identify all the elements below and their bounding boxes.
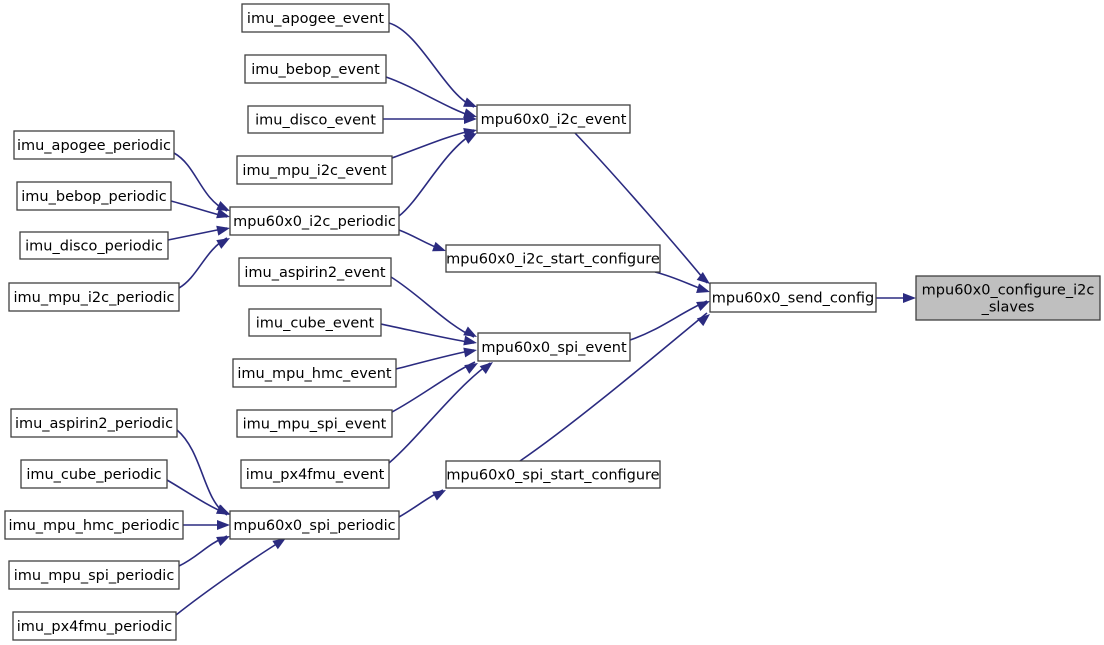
edge-imu_apogee_event-to-mpu60x0_i2c_event xyxy=(388,22,475,108)
node-imu_mpu_hmc_event[interactable]: imu_mpu_hmc_event xyxy=(232,358,397,388)
node-imu_bebop_event[interactable]: imu_bebop_event xyxy=(244,54,387,84)
edge-imu_px4fmu_periodic-to-mpu60x0_spi_periodic xyxy=(175,539,284,616)
node-mpu60x0_spi_event[interactable]: mpu60x0_spi_event xyxy=(477,332,631,362)
node-box-imu_aspirin2_periodic[interactable] xyxy=(10,408,178,438)
arrowhead-icon xyxy=(216,208,230,219)
arrowhead-icon xyxy=(696,314,710,327)
node-box-mpu60x0_spi_periodic[interactable] xyxy=(229,510,400,540)
node-imu_cube_event[interactable]: imu_cube_event xyxy=(248,308,382,337)
node-box-imu_apogee_event[interactable] xyxy=(241,3,390,33)
arrowhead-icon xyxy=(217,520,230,530)
node-box-imu_apogee_periodic[interactable] xyxy=(13,130,175,160)
node-box-imu_mpu_spi_periodic[interactable] xyxy=(8,560,180,590)
arrowhead-icon xyxy=(432,490,446,501)
node-box-mpu60x0_i2c_start_configure[interactable] xyxy=(445,244,661,273)
edge-mpu60x0_spi_event-to-mpu60x0_send_config xyxy=(629,300,708,341)
node-imu_disco_event[interactable]: imu_disco_event xyxy=(247,105,384,134)
arrowhead-icon xyxy=(696,301,710,312)
edge-imu_mpu_hmc_event-to-mpu60x0_spi_event xyxy=(395,349,475,370)
arrowhead-icon xyxy=(216,504,230,514)
node-box-imu_bebop_periodic[interactable] xyxy=(16,181,172,211)
edge-mpu60x0_i2c_periodic-to-mpu60x0_i2c_event xyxy=(398,132,475,217)
arrowhead-icon xyxy=(696,283,710,293)
node-box-mpu60x0_i2c_periodic[interactable] xyxy=(229,206,400,236)
arrowhead-icon xyxy=(903,293,916,303)
arrowhead-icon xyxy=(216,238,230,249)
node-imu_mpu_spi_periodic[interactable]: imu_mpu_spi_periodic xyxy=(8,560,180,590)
edge-imu_apogee_periodic-to-mpu60x0_i2c_periodic xyxy=(173,152,228,212)
node-imu_mpu_spi_event[interactable]: imu_mpu_spi_event xyxy=(236,409,393,438)
edge-imu_aspirin2_periodic-to-mpu60x0_spi_periodic xyxy=(176,429,228,516)
node-imu_apogee_event[interactable]: imu_apogee_event xyxy=(241,3,390,33)
arrowhead-icon xyxy=(463,326,477,337)
arrowhead-icon xyxy=(464,114,477,124)
node-imu_bebop_periodic[interactable]: imu_bebop_periodic xyxy=(16,181,172,211)
node-box-imu_mpu_spi_event[interactable] xyxy=(236,409,393,438)
arrowhead-icon xyxy=(463,335,477,346)
node-mpu60x0_spi_start_configure[interactable]: mpu60x0_spi_start_configure xyxy=(445,460,661,489)
arrowhead-icon xyxy=(464,363,478,374)
node-box-imu_cube_event[interactable] xyxy=(248,308,382,337)
arrowhead-icon xyxy=(216,536,230,547)
node-imu_aspirin2_event[interactable]: imu_aspirin2_event xyxy=(238,257,392,287)
node-box-imu_mpu_hmc_periodic[interactable] xyxy=(4,510,184,540)
node-imu_mpu_i2c_event[interactable]: imu_mpu_i2c_event xyxy=(236,155,393,185)
arrowhead-icon xyxy=(216,200,230,211)
arrowhead-icon xyxy=(463,97,477,107)
edge-imu_bebop_event-to-mpu60x0_i2c_event xyxy=(385,76,475,118)
node-mpu60x0_send_config[interactable]: mpu60x0_send_config xyxy=(709,282,877,313)
edge-imu_aspirin2_event-to-mpu60x0_spi_event xyxy=(390,276,475,338)
node-imu_disco_periodic[interactable]: imu_disco_periodic xyxy=(19,231,169,260)
node-imu_mpu_hmc_periodic[interactable]: imu_mpu_hmc_periodic xyxy=(4,510,184,540)
edge-imu_cube_event-to-mpu60x0_spi_event xyxy=(380,323,475,344)
node-box-imu_cube_periodic[interactable] xyxy=(20,459,168,489)
node-imu_aspirin2_periodic[interactable]: imu_aspirin2_periodic xyxy=(10,408,178,438)
node-box-mpu60x0_spi_start_configure[interactable] xyxy=(445,460,661,489)
node-box-mpu60x0_spi_event[interactable] xyxy=(477,332,631,362)
node-box-mpu60x0_send_config[interactable] xyxy=(709,282,877,313)
node-imu_px4fmu_event[interactable]: imu_px4fmu_event xyxy=(240,459,390,489)
node-imu_cube_periodic[interactable]: imu_cube_periodic xyxy=(20,459,168,489)
node-box-imu_px4fmu_periodic[interactable] xyxy=(12,611,177,641)
node-imu_mpu_i2c_periodic[interactable]: imu_mpu_i2c_periodic xyxy=(8,282,180,312)
node-box-imu_mpu_i2c_event[interactable] xyxy=(236,155,393,185)
edge-imu_px4fmu_event-to-mpu60x0_spi_event xyxy=(388,362,491,464)
node-mpu60x0_i2c_event[interactable]: mpu60x0_i2c_event xyxy=(476,104,631,134)
edge-imu_cube_periodic-to-mpu60x0_spi_periodic xyxy=(166,479,228,515)
node-box-imu_aspirin2_event[interactable] xyxy=(238,257,392,287)
arrowhead-icon xyxy=(479,362,493,374)
node-imu_px4fmu_periodic[interactable]: imu_px4fmu_periodic xyxy=(12,611,177,641)
node-imu_apogee_periodic[interactable]: imu_apogee_periodic xyxy=(13,130,175,160)
node-box-imu_mpu_i2c_periodic[interactable] xyxy=(8,282,180,312)
node-box-imu_bebop_event[interactable] xyxy=(244,54,387,84)
arrowhead-icon xyxy=(216,225,230,236)
node-box-imu_mpu_hmc_event[interactable] xyxy=(232,358,397,388)
nodes-layer: imu_apogee_event imu_bebop_event imu_disco… xyxy=(4,3,1101,641)
edge-imu_mpu_i2c_event-to-mpu60x0_i2c_event xyxy=(391,129,475,159)
arrowheads-layer xyxy=(216,97,916,550)
node-box-imu_px4fmu_event[interactable] xyxy=(240,459,390,489)
node-box-imu_disco_event[interactable] xyxy=(247,105,384,134)
node-box-imu_disco_periodic[interactable] xyxy=(19,231,169,260)
node-box-mpu60x0_configure_i2c_slaves[interactable] xyxy=(915,275,1101,321)
arrowhead-icon xyxy=(463,133,477,144)
arrowhead-icon xyxy=(696,272,710,284)
node-mpu60x0_spi_periodic[interactable]: mpu60x0_spi_periodic xyxy=(229,510,400,540)
node-mpu60x0_i2c_periodic[interactable]: mpu60x0_i2c_periodic xyxy=(229,206,400,236)
arrowhead-icon xyxy=(463,347,477,358)
node-box-mpu60x0_i2c_event[interactable] xyxy=(476,104,631,134)
node-mpu60x0_configure_i2c_slaves[interactable]: mpu60x0_configure_i2c_slaves xyxy=(915,275,1101,321)
edge-mpu60x0_i2c_event-to-mpu60x0_send_config xyxy=(574,132,708,284)
arrowhead-icon xyxy=(432,241,446,252)
edge-mpu60x0_spi_start_configure-to-mpu60x0_send_config xyxy=(519,312,708,462)
node-mpu60x0_i2c_start_configure[interactable]: mpu60x0_i2c_start_configure xyxy=(445,244,661,273)
arrowhead-icon xyxy=(272,538,286,550)
